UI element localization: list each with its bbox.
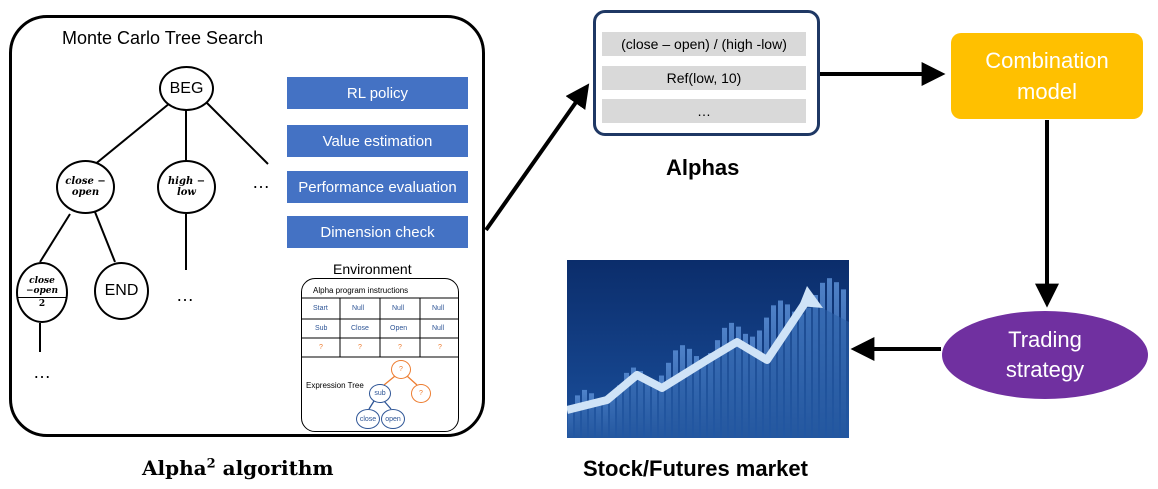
expression-tree-edges — [368, 375, 418, 410]
performance-evaluation-box: Performance evaluation — [287, 171, 468, 203]
instructions-title: Alpha program instructions — [313, 286, 409, 295]
dimension-check-box: Dimension check — [287, 216, 468, 248]
combination-line2: model — [1017, 79, 1077, 104]
mcts-tree-edges — [39, 100, 269, 352]
grid-cell-r1c3: Null — [432, 325, 445, 332]
rl-policy-box: RL policy — [287, 77, 468, 109]
tree-node-end: END — [94, 262, 149, 320]
tree-node-end-label: END — [104, 282, 139, 299]
expr-node-open: open — [381, 409, 405, 429]
tree-node-beg: BEG — [159, 66, 214, 111]
alpha-row-1: (close – open) / (high -low) — [602, 32, 806, 56]
value-estimation-box: Value estimation — [287, 125, 468, 157]
trading-line1: Trading — [1008, 327, 1082, 352]
expr-node-right: ? — [411, 384, 431, 403]
caption-alpha: Alpha — [142, 456, 207, 480]
arrow-to-alphas — [484, 83, 590, 232]
fraction-numerator: close −open — [18, 276, 66, 298]
grid-cell-r0c0: Start — [313, 305, 328, 312]
grid-cell-r1c1: Close — [351, 325, 369, 332]
grid-cell-r0c3: Null — [432, 305, 445, 312]
algorithm-caption: Alpha2 algorithm — [142, 456, 334, 480]
environment-box — [301, 278, 459, 432]
alphas-label: Alphas — [666, 155, 740, 180]
fraction-denominator: 2 — [38, 299, 46, 309]
instruction-grid-lines — [301, 297, 459, 358]
grid-cell-r2c1: ? — [358, 344, 362, 351]
mcts-title: Monte Carlo Tree Search — [62, 28, 264, 48]
grid-cell-r0c2: Null — [392, 305, 405, 312]
combination-model-box: Combination model — [951, 33, 1143, 119]
combination-line1: Combination — [985, 48, 1109, 73]
grid-cell-r0c1: Null — [352, 305, 365, 312]
grid-cell-r1c2: Open — [390, 325, 408, 332]
tree-ellipsis-mid: … — [176, 285, 195, 305]
tree-ellipsis-right: … — [252, 172, 271, 192]
caption-algorithm: algorithm — [215, 456, 334, 480]
grid-cell-r2c0: ? — [319, 344, 323, 351]
caption-superscript: 2 — [206, 456, 216, 472]
tree-node-beg-label: BEG — [169, 79, 204, 97]
fraction: close −open 2 — [18, 276, 66, 309]
expr-node-root: ? — [391, 360, 411, 379]
expression-tree-label: Expression Tree — [306, 381, 364, 390]
alpha-row-3: … — [602, 99, 806, 123]
grid-cell-r2c3: ? — [438, 344, 442, 351]
alpha-row-2: Ref(low, 10) — [602, 66, 806, 90]
expr-node-close: close — [356, 409, 380, 429]
stock-market-image — [567, 260, 849, 438]
alpha2-algorithm-box — [9, 15, 485, 437]
environment-title: Environment — [333, 261, 412, 277]
trading-line2: strategy — [1005, 357, 1085, 382]
tree-node-high-low-label: high − low — [167, 176, 206, 198]
tree-node-high-low: high − low — [157, 160, 216, 214]
grid-cell-r1c0: Sub — [315, 325, 328, 332]
tree-node-close-open-label: close − open — [65, 176, 106, 198]
tree-node-half-close-open: close −open 2 — [16, 262, 68, 323]
market-caption: Stock/Futures market — [583, 456, 808, 481]
grid-cell-r2c2: ? — [398, 344, 402, 351]
tree-ellipsis-left: … — [33, 362, 52, 382]
expr-node-sub: sub — [369, 384, 391, 403]
trading-strategy-ellipse: Trading strategy — [942, 311, 1148, 399]
tree-node-close-open: close − open — [56, 160, 115, 214]
